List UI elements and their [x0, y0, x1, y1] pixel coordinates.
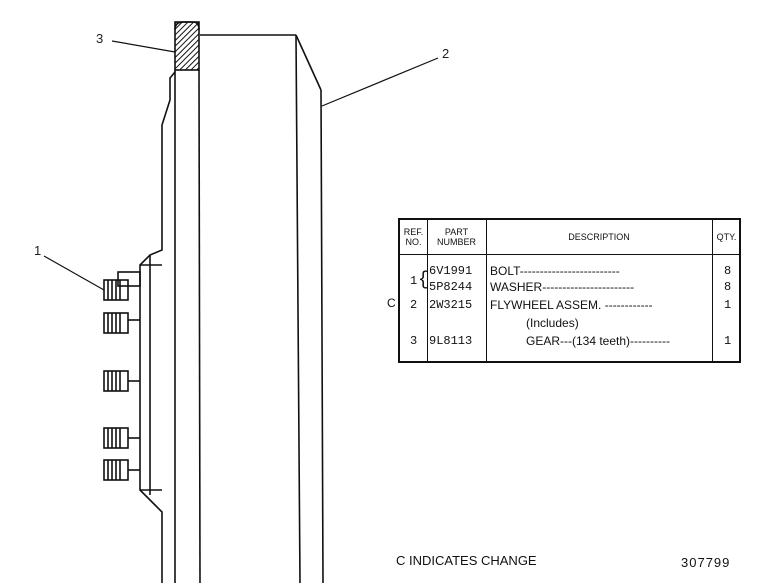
row-3-qty: 1: [724, 298, 732, 312]
callout-2: 2: [442, 46, 450, 61]
row-5-desc: GEAR---(134 teeth)----------: [526, 334, 670, 348]
header-ref-no: REF. NO.: [403, 227, 424, 247]
row-3-ref: 2: [410, 298, 418, 312]
flywheel-chamfer: [295, 34, 322, 91]
row-2-qty: 8: [724, 280, 732, 294]
row-2-desc: WASHER-----------------------: [490, 280, 635, 294]
bolt-5: [103, 459, 140, 481]
flywheel-inner-edge: [295, 34, 301, 583]
flywheel-outer-edge: [320, 89, 324, 583]
leader-line-2: [321, 57, 439, 107]
hub-profile: [139, 71, 176, 583]
row-2-part: 5P8244: [429, 280, 473, 294]
gear-ring: [174, 21, 200, 71]
ring-right-edge: [198, 69, 201, 583]
ref-1-brace: {: [418, 269, 429, 291]
bolt-3: [103, 370, 140, 392]
parts-table: REF. NO. PART NUMBER DESCRIPTION QTY. 1 …: [398, 218, 741, 363]
row-4-desc: (Includes): [526, 316, 579, 330]
header-description: DESCRIPTION: [568, 232, 630, 242]
row-5-part: 9L8113: [429, 334, 473, 348]
row-5-qty: 1: [724, 334, 732, 348]
row-3-part: 2W3215: [429, 298, 473, 312]
row-1-qty: 8: [724, 264, 732, 278]
change-marker: C: [387, 296, 396, 310]
row-1-ref: 1: [410, 274, 418, 288]
bolt-4: [103, 427, 140, 449]
bolt-1: [103, 271, 141, 301]
callout-1: 1: [34, 243, 42, 258]
header-qty: QTY.: [716, 232, 737, 242]
leader-line-3: [111, 40, 176, 53]
change-note: C INDICATES CHANGE: [396, 553, 537, 568]
leader-line-1: [43, 255, 105, 291]
drawing-number: 307799: [681, 555, 731, 570]
header-part-number: PART NUMBER: [436, 227, 476, 247]
row-5-ref: 3: [410, 334, 418, 348]
row-1-part: 6V1991: [429, 264, 473, 278]
row-1-desc: BOLT-------------------------: [490, 264, 620, 278]
callout-3: 3: [96, 31, 104, 46]
bolt-2: [103, 312, 140, 334]
row-3-desc: FLYWHEEL ASSEM. ------------: [490, 298, 653, 312]
